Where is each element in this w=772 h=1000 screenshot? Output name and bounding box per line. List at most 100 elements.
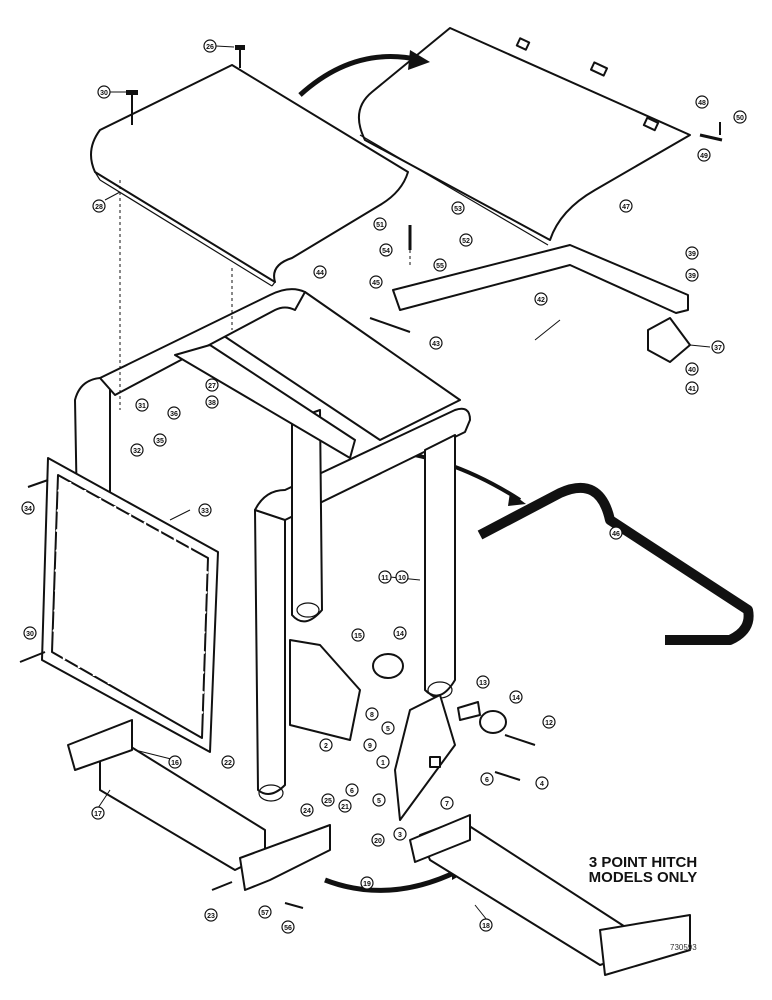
callout-56: 56 [281, 920, 295, 934]
bolt-23 [211, 881, 233, 891]
callout-17: 17 [91, 806, 105, 820]
callout-31: 31 [135, 398, 149, 412]
callout-33: 33 [198, 503, 212, 517]
bolt-43 [369, 317, 411, 333]
callout-51: 51 [373, 217, 387, 231]
callout-20: 20 [371, 833, 385, 847]
callout-41: 41 [685, 381, 699, 395]
callout-21: 21 [338, 799, 352, 813]
svg-text:19: 19 [363, 881, 371, 888]
svg-text:43: 43 [432, 341, 440, 348]
svg-text:15: 15 [354, 633, 362, 640]
canopy-rear-panel [357, 27, 691, 246]
callout-8a: 8 [365, 707, 379, 721]
svg-text:56: 56 [284, 925, 292, 932]
bushing-lower [479, 710, 507, 734]
svg-text:30: 30 [100, 90, 108, 97]
svg-text:6: 6 [485, 777, 489, 784]
left-mount-rail [67, 719, 331, 891]
callout-47: 47 [619, 199, 633, 213]
callout-11: 11 [378, 570, 392, 584]
callout-53: 53 [451, 201, 465, 215]
svg-text:5: 5 [377, 798, 381, 805]
svg-text:40: 40 [688, 367, 696, 374]
svg-text:42: 42 [537, 297, 545, 304]
alignment-lines [119, 180, 411, 410]
callout-1: 1 [376, 755, 390, 769]
callout-13: 13 [476, 675, 490, 689]
callout-54: 54 [379, 243, 393, 257]
rear-mounting-plate [289, 639, 361, 741]
bolt-12 [504, 734, 536, 746]
note-line-2: MODELS ONLY [588, 869, 698, 886]
svg-text:3: 3 [398, 832, 402, 839]
bolt-36 [19, 651, 46, 663]
svg-text:30: 30 [26, 631, 34, 638]
callout-4: 4 [535, 776, 549, 790]
svg-text:55: 55 [436, 263, 444, 270]
callout-39a: 39 [685, 246, 699, 260]
svg-text:48: 48 [698, 100, 706, 107]
rear-support-bar [392, 244, 691, 363]
callout-30a: 30 [97, 85, 111, 99]
callout-42: 42 [534, 292, 548, 306]
callout-55: 55 [433, 258, 447, 272]
svg-text:16: 16 [171, 760, 179, 767]
svg-text:34: 34 [24, 506, 32, 513]
svg-text:39: 39 [688, 273, 696, 280]
svg-text:7: 7 [445, 801, 449, 808]
svg-text:22: 22 [224, 760, 232, 767]
svg-text:54: 54 [382, 248, 390, 255]
svg-text:45: 45 [372, 280, 380, 287]
bolt-56 [284, 902, 304, 909]
callout-3: 3 [393, 827, 407, 841]
svg-text:41: 41 [688, 386, 696, 393]
svg-text:2: 2 [324, 743, 328, 750]
assembly-arrow-top [298, 50, 430, 97]
svg-text:21: 21 [341, 804, 349, 811]
svg-text:17: 17 [94, 811, 102, 818]
svg-text:32: 32 [133, 448, 141, 455]
svg-text:8: 8 [370, 712, 374, 719]
svg-text:44: 44 [316, 270, 324, 277]
svg-text:33: 33 [201, 508, 209, 515]
callout-12: 12 [542, 715, 556, 729]
callout-25: 25 [321, 793, 335, 807]
bolt-34 [27, 479, 49, 488]
svg-text:23: 23 [207, 913, 215, 920]
svg-text:9: 9 [368, 743, 372, 750]
svg-text:6: 6 [350, 788, 354, 795]
callout-6a: 6 [480, 772, 494, 786]
svg-text:57: 57 [261, 910, 269, 917]
svg-text:37: 37 [714, 345, 722, 352]
svg-text:4: 4 [540, 781, 544, 788]
svg-text:20: 20 [374, 838, 382, 845]
svg-text:13: 13 [479, 680, 487, 687]
callout-27: 27 [205, 378, 219, 392]
callout-7: 7 [440, 796, 454, 810]
callout-39b: 39 [685, 268, 699, 282]
svg-text:50: 50 [736, 115, 744, 122]
callout-18: 18 [479, 918, 493, 932]
canopy-front-panel [90, 64, 409, 287]
callout-40: 40 [685, 362, 699, 376]
rops-frame [74, 288, 471, 802]
svg-text:47: 47 [622, 204, 630, 211]
right-mount-rail [409, 814, 691, 976]
callout-28: 28 [92, 199, 106, 213]
bolt-4 [494, 771, 521, 781]
svg-text:27: 27 [208, 383, 216, 390]
svg-text:52: 52 [462, 238, 470, 245]
callout-32: 32 [130, 443, 144, 457]
callout-49: 49 [697, 148, 711, 162]
callout-19: 19 [360, 876, 374, 890]
pin [457, 701, 481, 721]
callout-46: 46 [609, 526, 623, 540]
bolt-30 [126, 90, 138, 125]
callout-45: 45 [369, 275, 383, 289]
svg-text:11: 11 [381, 575, 389, 582]
svg-text:35: 35 [156, 438, 164, 445]
svg-text:14: 14 [512, 695, 520, 702]
callout-15: 15 [351, 628, 365, 642]
